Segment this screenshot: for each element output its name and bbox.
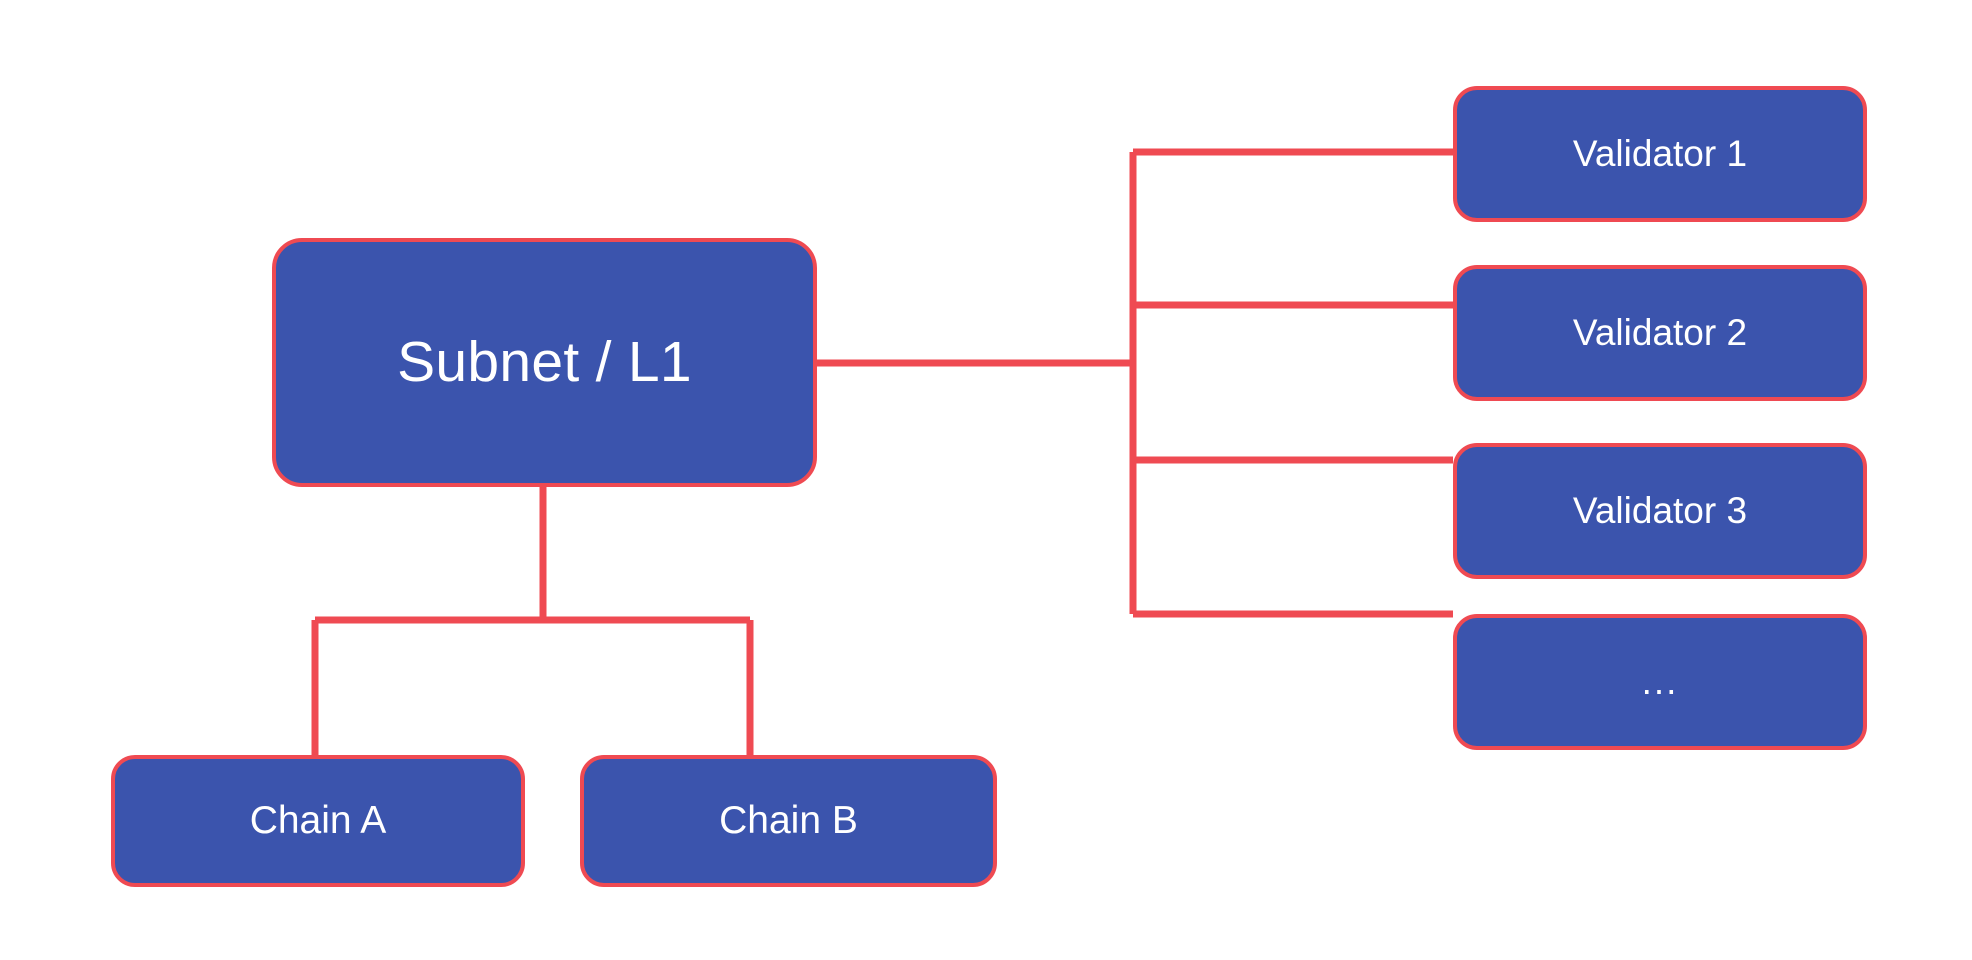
- node-validator-1[interactable]: Validator 1: [1453, 86, 1867, 222]
- node-chain-b-label: Chain B: [719, 798, 858, 842]
- node-chain-a[interactable]: Chain A: [111, 755, 525, 887]
- node-validator-3[interactable]: Validator 3: [1453, 443, 1867, 579]
- node-subnet-l1[interactable]: Subnet / L1: [272, 238, 817, 487]
- node-validator-2-label: Validator 2: [1572, 311, 1748, 353]
- node-validator-overflow[interactable]: ...: [1453, 614, 1867, 750]
- node-chain-a-label: Chain A: [249, 798, 387, 842]
- node-validator-3-label: Validator 3: [1572, 489, 1748, 531]
- node-validator-1-label: Validator 1: [1572, 132, 1748, 174]
- node-validator-2[interactable]: Validator 2: [1453, 265, 1867, 401]
- node-validator-overflow-label: ...: [1641, 660, 1679, 702]
- node-subnet-l1-label: Subnet / L1: [397, 330, 692, 395]
- node-chain-b[interactable]: Chain B: [580, 755, 997, 887]
